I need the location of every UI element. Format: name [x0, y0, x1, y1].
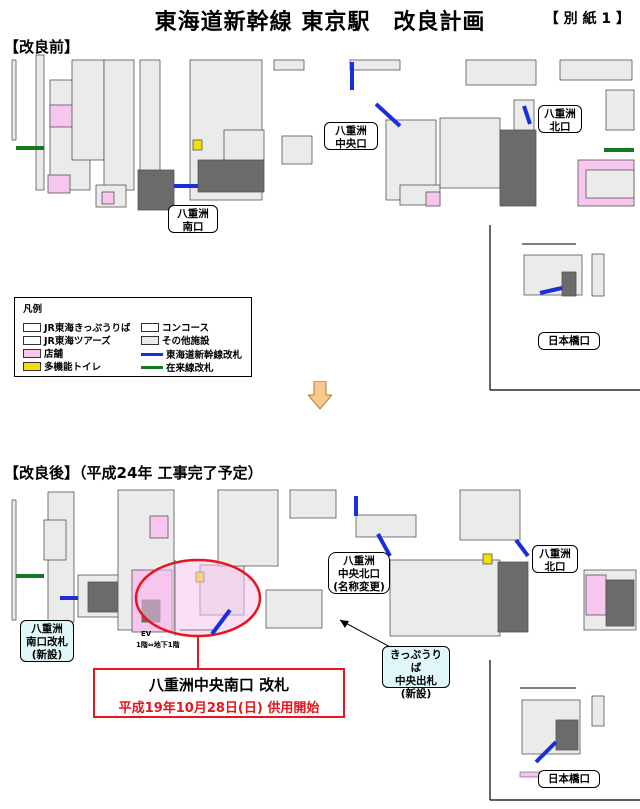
label-yaesu-south-before: 八重洲 南口	[168, 205, 218, 233]
down-arrow-icon	[308, 381, 332, 410]
ev-label: EV	[141, 630, 152, 638]
legend-item-shinkansen-gate: 東海道新幹線改札	[141, 347, 242, 361]
label-nihonbashi-after: 日本橋口	[538, 770, 600, 788]
label-yaesu-south-gate-new: 八重洲 南口改札 (新設)	[20, 620, 74, 662]
shinkansen-gate-line	[514, 538, 530, 558]
highlight-ellipse	[134, 558, 262, 638]
concourse-block	[103, 59, 135, 191]
label-yaesu-central-north-after: 八重洲 中央北口 (名称変更)	[328, 552, 390, 594]
legend-title: 凡例	[23, 304, 43, 315]
label-yaesu-central-before: 八重洲 中央口	[324, 122, 378, 150]
legend-box: 凡例 JR東海きっぷうりば JR東海ツアーズ 店舗 多機能トイレ コンコース そ…	[14, 297, 252, 377]
facility-dark	[137, 169, 175, 211]
label-yaesu-north-before: 八重洲 北口	[538, 105, 582, 133]
label-kippu-central-exit-new: きっぷうりば 中央出札 (新設)	[382, 646, 450, 700]
before-section-label: 【改良前】	[4, 38, 80, 56]
label-yaesu-north-after: 八重洲 北口	[532, 545, 578, 573]
facility-dark	[197, 159, 265, 193]
shinkansen-gate-line	[374, 102, 402, 128]
legend-item-concourse: コンコース	[141, 320, 209, 334]
nihonbashi-inset-after	[489, 660, 640, 801]
label-nihonbashi-before: 日本橋口	[538, 332, 600, 350]
pointer-line	[339, 619, 393, 649]
legend-item-conventional-gate: 在来線改札	[141, 360, 214, 374]
attachment-label: 【 別 紙 1 】	[544, 11, 630, 27]
shop-block	[425, 191, 441, 207]
platform-block	[35, 54, 45, 191]
legend-item-toilet: 多機能トイレ	[23, 359, 101, 373]
shinkansen-gate-line	[522, 105, 532, 125]
shinkansen-gate-line	[376, 533, 392, 557]
legend-item-other-facility: その他施設	[141, 333, 210, 347]
concourse-block	[223, 129, 265, 161]
toilet-block	[192, 139, 203, 151]
before-floor-map	[11, 54, 640, 391]
callout-box: 八重洲中央南口 改札 平成19年10月28日(日) 供用開始	[93, 668, 345, 718]
shop-block	[47, 174, 71, 194]
shop-block	[101, 191, 115, 205]
legend-item-ticket-office: JR東海きっぷうりば	[23, 320, 130, 334]
nihonbashi-inset-before	[489, 225, 640, 391]
concourse-block	[605, 89, 635, 131]
concourse-block	[439, 117, 501, 189]
shinkansen-gate-line	[210, 608, 232, 636]
concourse-block	[585, 169, 635, 199]
stairs-block	[281, 135, 313, 165]
concourse-block	[559, 59, 633, 81]
concourse-block	[273, 59, 305, 71]
legend-item-tours: JR東海ツアーズ	[23, 333, 111, 347]
callout-date: 平成19年10月28日(日) 供用開始	[118, 701, 320, 716]
concourse-block	[465, 59, 537, 86]
legend-item-shop: 店舗	[23, 346, 63, 360]
page-title: 東海道新幹線 東京駅 改良計画	[154, 10, 486, 35]
callout-title: 八重洲中央南口 改札	[148, 676, 290, 694]
concourse-block	[71, 59, 105, 161]
after-section-label: 【改良後】（平成24年 工事完了予定）	[4, 464, 263, 482]
ev-floors-label: 1階⇔地下1階	[136, 641, 180, 649]
facility-dark	[499, 129, 537, 207]
platform-block	[11, 59, 17, 141]
